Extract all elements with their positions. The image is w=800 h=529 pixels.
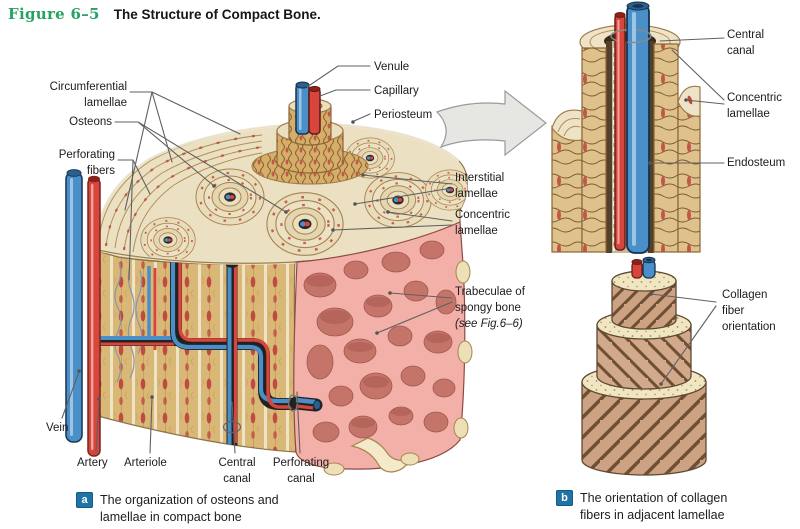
caption-a: a The organization of osteons and lamell… [76, 492, 279, 526]
label-central-canal-a: Central canal [218, 457, 256, 485]
label-circumferential-lamellae: Circumferential lamellae [49, 81, 127, 109]
osteon-cutaway [551, 1, 701, 254]
caption-b: b The orientation of collagen fibers in … [556, 490, 727, 524]
label-endosteum: Endosteum [727, 157, 786, 169]
bone-front-face [93, 247, 298, 453]
perforating-canal-vessel [287, 394, 323, 412]
collagen-cylinders [581, 256, 707, 476]
label-interstitial-lamellae: Interstitial lamellae [455, 172, 505, 200]
spongy-bone [293, 221, 473, 476]
figure-header: Figure 6–5 The Structure of Compact Bone… [8, 5, 321, 23]
magnify-arrow [435, 89, 547, 157]
label-trabeculae-ref: (see Fig.6–6) [455, 318, 523, 330]
figure-number: Figure 6–5 [8, 5, 100, 23]
leader-lines [61, 37, 725, 454]
caption-b-text: The orientation of collagen fibers in ad… [580, 491, 728, 522]
label-periosteum: Periosteum [374, 109, 433, 121]
label-osteons: Osteons [69, 116, 112, 128]
leader-dots [77, 98, 688, 401]
figure-title: The Structure of Compact Bone. [113, 7, 321, 22]
label-venule: Venule [374, 61, 410, 73]
label-collagen-fiber-orientation: Collagen fiber orientation [722, 289, 776, 333]
label-perforating-fibers: Perforating fibers [58, 149, 115, 177]
label-arteriole: Arteriole [124, 457, 167, 469]
raised-osteon-cylinder [276, 81, 344, 174]
label-central-canal-b: Central canal [727, 29, 765, 57]
label-concentric-lamellae-a: Concentric lamellae [455, 209, 510, 237]
label-trabeculae: Trabeculae of spongy bone (see Fig.6–6) [455, 284, 525, 332]
label-perforating-canal: Perforating canal [272, 457, 330, 485]
label-concentric-lamellae-b: Concentric lamellae [727, 92, 782, 120]
caption-a-badge: a [76, 492, 93, 508]
label-artery: Artery [77, 457, 108, 469]
compact-bone-block [65, 81, 473, 476]
label-capillary: Capillary [374, 85, 419, 97]
caption-a-text: The organization of osteons and lamellae… [100, 493, 279, 524]
artery-vessel [87, 175, 101, 457]
caption-b-badge: b [556, 490, 573, 506]
label-trabeculae-text: Trabeculae of spongy bone [455, 286, 525, 314]
label-vein: Vein [46, 422, 69, 434]
